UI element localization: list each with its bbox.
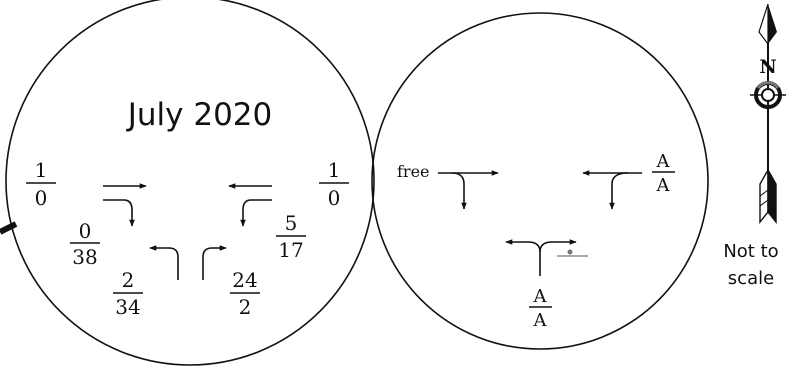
ratio-denominator: 0 xyxy=(328,186,341,210)
stop-line-dot xyxy=(567,249,573,255)
south-left-turn-arrow-right xyxy=(505,239,541,276)
ratio-west-through: 1 0 xyxy=(26,158,56,210)
ratio-west-right: 0 38 xyxy=(70,219,100,269)
ratio-numerator: 2 xyxy=(122,268,135,292)
south-right-turn-arrow-right xyxy=(539,239,577,253)
ratio-denominator: 0 xyxy=(35,186,48,210)
scale-note-line2: scale xyxy=(728,268,774,289)
ratio-denominator: A xyxy=(656,175,671,196)
ratio-south-approach: A A xyxy=(529,286,552,331)
ratio-east-through: 1 0 xyxy=(319,158,349,210)
ratio-denominator: 34 xyxy=(115,295,140,319)
ratio-denominator: 2 xyxy=(239,295,252,319)
ratio-south-right: 24 2 xyxy=(230,268,260,319)
ratio-east-left: 5 17 xyxy=(276,211,306,262)
south-right-turn-arrow xyxy=(202,245,227,280)
ratio-south-left: 2 34 xyxy=(113,268,143,319)
ratio-denominator: 17 xyxy=(278,238,303,262)
ratio-east-approach: A A xyxy=(652,151,675,196)
free-label: free xyxy=(397,162,430,181)
ratio-denominator: 38 xyxy=(72,245,97,269)
off-page-road-stub xyxy=(0,221,18,235)
ratio-numerator: 1 xyxy=(35,158,48,182)
scale-note-line1: Not to xyxy=(723,241,778,262)
ratio-numerator: A xyxy=(656,151,671,172)
east-left-turn-arrow-right xyxy=(609,172,629,210)
ratio-numerator: 24 xyxy=(232,268,257,292)
north-arrow-icon: N xyxy=(750,3,786,224)
left-intersection-circle xyxy=(5,0,375,366)
right-intersection-circle xyxy=(371,12,709,350)
ratio-numerator: 5 xyxy=(285,211,298,235)
north-letter: N xyxy=(759,56,776,78)
ratio-denominator: A xyxy=(533,310,548,331)
west-right-turn-arrow xyxy=(103,199,135,227)
east-left-turn-arrow xyxy=(240,199,272,227)
page-title: July 2020 xyxy=(126,97,273,133)
ratio-numerator: A xyxy=(533,286,548,307)
ratio-numerator: 0 xyxy=(79,219,92,243)
ratio-numerator: 1 xyxy=(328,158,341,182)
south-left-turn-arrow xyxy=(149,245,179,280)
west-right-turn-arrow-right xyxy=(451,172,467,210)
